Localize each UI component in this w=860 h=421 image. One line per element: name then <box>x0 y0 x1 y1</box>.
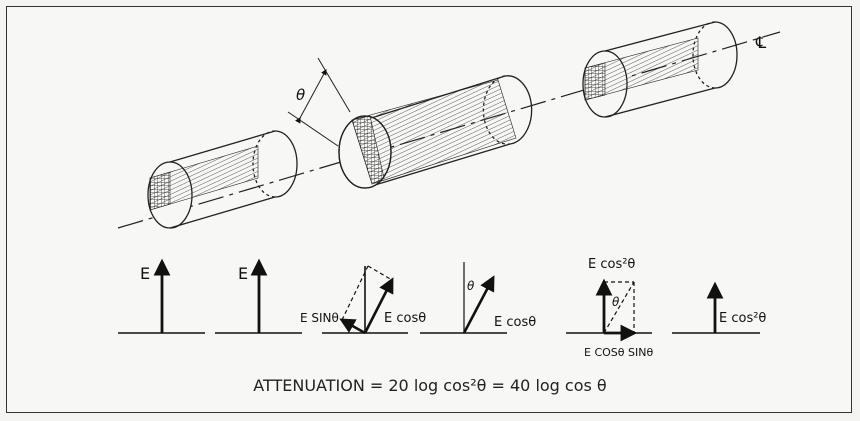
vector-diagram-5 <box>566 278 652 342</box>
vector-diagrams <box>118 258 760 342</box>
vector-label-3-sin: E SINθ <box>300 311 339 325</box>
middle-cylinder <box>338 75 533 189</box>
vector-label-2: E <box>238 264 248 283</box>
theta-label-top: θ <box>296 86 305 104</box>
center-line-symbol: ℄ <box>755 33 767 52</box>
vector-diagram-3 <box>322 265 408 335</box>
right-cylinder <box>582 21 738 118</box>
vector-label-4-theta: θ <box>467 279 475 293</box>
vector-diagram-4 <box>420 262 507 334</box>
vector-label-6: E cos²θ <box>719 311 766 326</box>
vector-label-5-theta: θ <box>612 295 620 309</box>
vector-label-1: E <box>140 264 150 283</box>
vector-diagram-2 <box>215 258 302 334</box>
attenuation-formula: ATTENUATION = 20 log cos²θ = 40 log cos … <box>253 376 606 395</box>
vector-diagram-6 <box>672 281 760 334</box>
vector-label-4-cos: E cosθ <box>494 315 536 330</box>
vector-diagram-1 <box>118 258 205 334</box>
left-cylinder <box>147 130 298 229</box>
rotation-angle-indicator <box>287 57 351 147</box>
vector-label-5-top: E cos²θ <box>588 257 635 272</box>
vector-label-3-cos: E cosθ <box>384 311 426 326</box>
vector-label-5-bottom: E COSθ SINθ <box>584 346 653 359</box>
diagram-frame <box>6 6 852 413</box>
